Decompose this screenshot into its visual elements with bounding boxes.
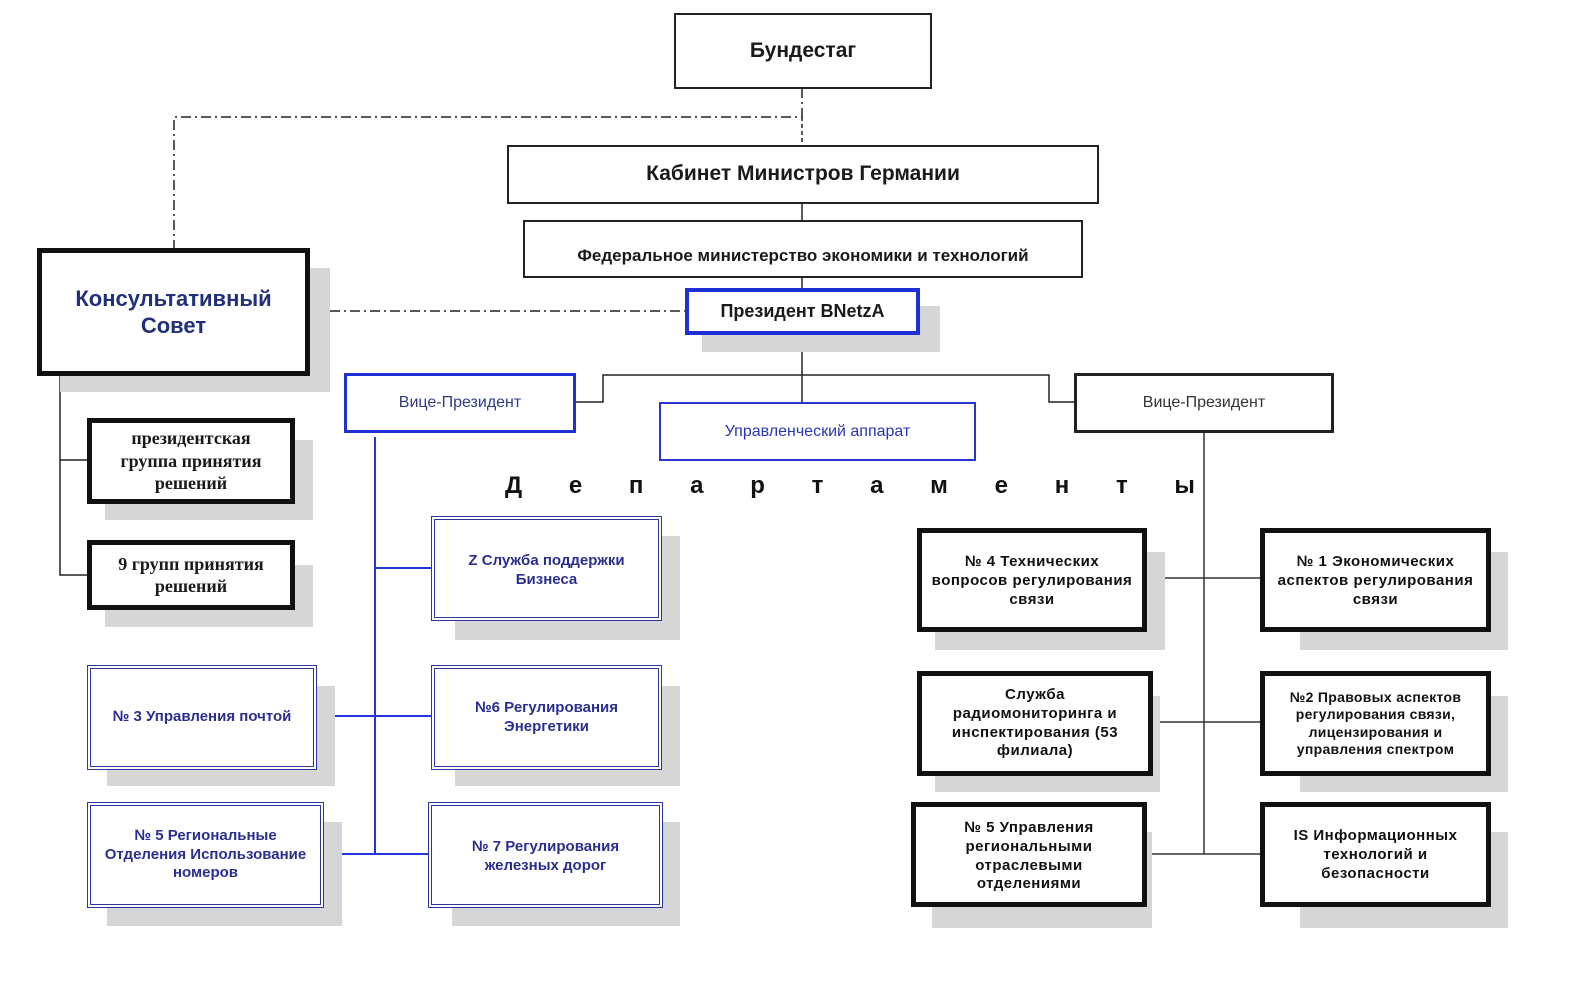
node-label: № 5 Управления региональными отраслевыми… bbox=[964, 819, 1094, 893]
node-label: № 4 Технических вопросов регулирования с… bbox=[931, 553, 1133, 608]
node-dept-5-regional[interactable]: № 5 Региональные Отделения Использование… bbox=[87, 802, 324, 908]
heading-letter: н bbox=[1054, 472, 1070, 499]
node-label: президентская группа принятия решений bbox=[120, 428, 262, 494]
heading-letter: п bbox=[628, 472, 644, 499]
node-label: № 7 Регулирования железных дорог bbox=[471, 838, 620, 874]
heading-letter: р bbox=[750, 472, 765, 499]
node-label: Служба радиомониторинга и инспектировани… bbox=[951, 686, 1119, 760]
node-president[interactable]: Президент BNetzA bbox=[685, 288, 920, 335]
departments-heading: Д е п а р т а м е н т ы bbox=[505, 472, 1195, 500]
node-bundestag[interactable]: Бундестаг bbox=[674, 13, 932, 89]
node-z-service[interactable]: Z Служба поддержки Бизнеса bbox=[431, 516, 662, 621]
link-advisory-groups bbox=[59, 376, 88, 576]
node-presidential-group[interactable]: президентская группа принятия решений bbox=[87, 418, 295, 504]
link-vp-bar bbox=[575, 374, 1075, 403]
heading-letter: м bbox=[930, 472, 948, 499]
node-label: Z Служба поддержки Бизнеса bbox=[468, 552, 625, 588]
node-management[interactable]: Управленческий аппарат bbox=[659, 402, 976, 461]
node-ministry[interactable]: Федеральное министерство экономики и тех… bbox=[523, 220, 1083, 278]
heading-letter: т bbox=[811, 472, 824, 499]
node-label: Вице-Президент bbox=[1142, 394, 1266, 411]
node-dept-6[interactable]: №6 Регулирования Энергетики bbox=[431, 665, 662, 770]
node-dept-4[interactable]: № 4 Технических вопросов регулирования с… bbox=[917, 528, 1147, 632]
link-vp-right-tree bbox=[1146, 432, 1262, 855]
heading-letter: а bbox=[870, 472, 884, 499]
node-advisory-council[interactable]: Консультативный Совет bbox=[37, 248, 310, 376]
heading-letter: т bbox=[1115, 472, 1128, 499]
node-label: Управленческий аппарат bbox=[724, 422, 911, 440]
link-vp-left-tree bbox=[316, 437, 432, 855]
node-label: № 1 Экономических аспектов регулирования… bbox=[1277, 553, 1474, 608]
node-label: 9 групп принятия решений bbox=[118, 553, 264, 597]
node-radio-service[interactable]: Служба радиомониторинга и инспектировани… bbox=[917, 671, 1153, 776]
node-dept-1[interactable]: № 1 Экономических аспектов регулирования… bbox=[1260, 528, 1491, 632]
node-nine-groups[interactable]: 9 групп принятия решений bbox=[87, 540, 295, 610]
node-dept-2[interactable]: №2 Правовых аспектов регулирования связи… bbox=[1260, 671, 1491, 776]
node-label: IS Информационных технологий и безопасно… bbox=[1293, 827, 1458, 882]
heading-letter: е bbox=[568, 472, 583, 499]
node-label: № 3 Управления почтой bbox=[112, 708, 292, 726]
node-dept-7[interactable]: № 7 Регулирования железных дорог bbox=[428, 802, 663, 908]
node-label: Федеральное министерство экономики и тех… bbox=[577, 246, 1029, 266]
heading-letter: Д bbox=[505, 472, 523, 499]
node-label: №2 Правовых аспектов регулирования связи… bbox=[1289, 688, 1462, 758]
node-is-dept[interactable]: IS Информационных технологий и безопасно… bbox=[1260, 802, 1491, 907]
node-label: Бундестаг bbox=[749, 38, 857, 62]
heading-letter: а bbox=[690, 472, 704, 499]
node-vp-right[interactable]: Вице-Президент bbox=[1074, 373, 1334, 433]
node-dept-3[interactable]: № 3 Управления почтой bbox=[87, 665, 317, 770]
node-label: Консультативный Совет bbox=[75, 285, 272, 339]
heading-letter: ы bbox=[1174, 472, 1195, 499]
node-label: № 5 Региональные Отделения Использование… bbox=[104, 826, 307, 882]
node-cabinet[interactable]: Кабинет Министров Германии bbox=[507, 145, 1099, 204]
dashdot-link-bundestag-advisory bbox=[173, 88, 803, 248]
heading-letter: е bbox=[994, 472, 1008, 499]
node-label: №6 Регулирования Энергетики bbox=[474, 699, 619, 735]
node-label: Вице-Президент bbox=[398, 394, 522, 411]
node-dept-5-branches[interactable]: № 5 Управления региональными отраслевыми… bbox=[911, 802, 1147, 907]
node-vp-left[interactable]: Вице-Президент bbox=[344, 373, 576, 433]
node-label: Кабинет Министров Германии bbox=[646, 162, 960, 186]
node-label: Президент BNetzA bbox=[720, 301, 885, 322]
